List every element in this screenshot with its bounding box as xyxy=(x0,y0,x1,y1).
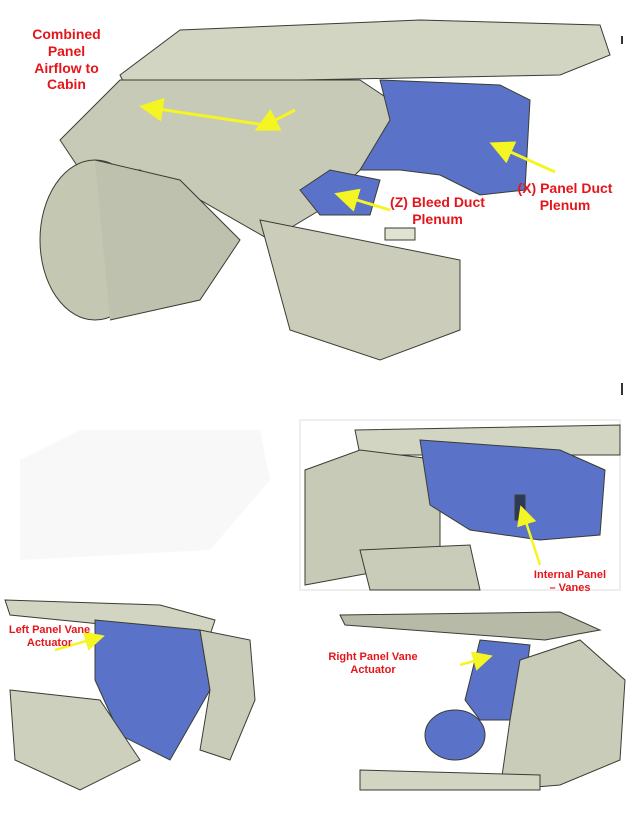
faded-model-view xyxy=(20,430,270,560)
label-line: Right Panel Vane xyxy=(328,651,418,663)
arrow-left-actuator xyxy=(54,631,105,652)
label-line: Airflow to xyxy=(34,59,99,76)
label-line: (X) Panel Duct xyxy=(517,180,613,196)
label-line: Cabin xyxy=(47,76,86,93)
arrow-combined-airflow xyxy=(139,97,266,127)
label-line: – Vanes xyxy=(549,582,591,595)
right-actuator-view xyxy=(339,611,626,791)
label-line: Left Panel Vane xyxy=(8,624,91,636)
arrow-internal-vanes xyxy=(517,505,542,566)
label-combined-airflow: Combined Panel Airflow to Cabin xyxy=(14,26,119,93)
label-line: Actuator xyxy=(26,637,73,650)
lower-panel xyxy=(259,219,461,361)
panel-duct-plenum xyxy=(359,79,531,196)
label-line: Internal Panel xyxy=(533,569,607,581)
label-line: (Z) Bleed Duct xyxy=(390,194,485,210)
arrow-bleed-duct xyxy=(334,188,391,212)
label-bleed-duct-plenum: (Z) Bleed Duct Plenum xyxy=(380,194,495,228)
label-line: Panel xyxy=(47,42,86,59)
label-line: Combined xyxy=(32,26,101,42)
label-left-panel-vane-actuator: Left Panel Vane Actuator xyxy=(2,624,97,650)
label-panel-duct-plenum: (X) Panel Duct Plenum xyxy=(505,180,625,214)
top-cover xyxy=(119,19,611,86)
label-line: Plenum xyxy=(539,196,591,213)
arrow-right-actuator xyxy=(459,651,493,671)
label-right-panel-vane-actuator: Right Panel Vane Actuator xyxy=(323,651,423,677)
plenum-bracket xyxy=(384,227,416,241)
label-line: Plenum xyxy=(412,210,463,227)
label-line: Actuator xyxy=(350,664,396,677)
arrow-combined-airflow-2 xyxy=(254,108,296,131)
left-actuator-view xyxy=(4,599,256,791)
internal-vanes-view xyxy=(299,419,621,591)
arrow-panel-duct xyxy=(489,141,556,174)
label-internal-panel-vanes: Internal Panel – Vanes xyxy=(525,569,615,595)
